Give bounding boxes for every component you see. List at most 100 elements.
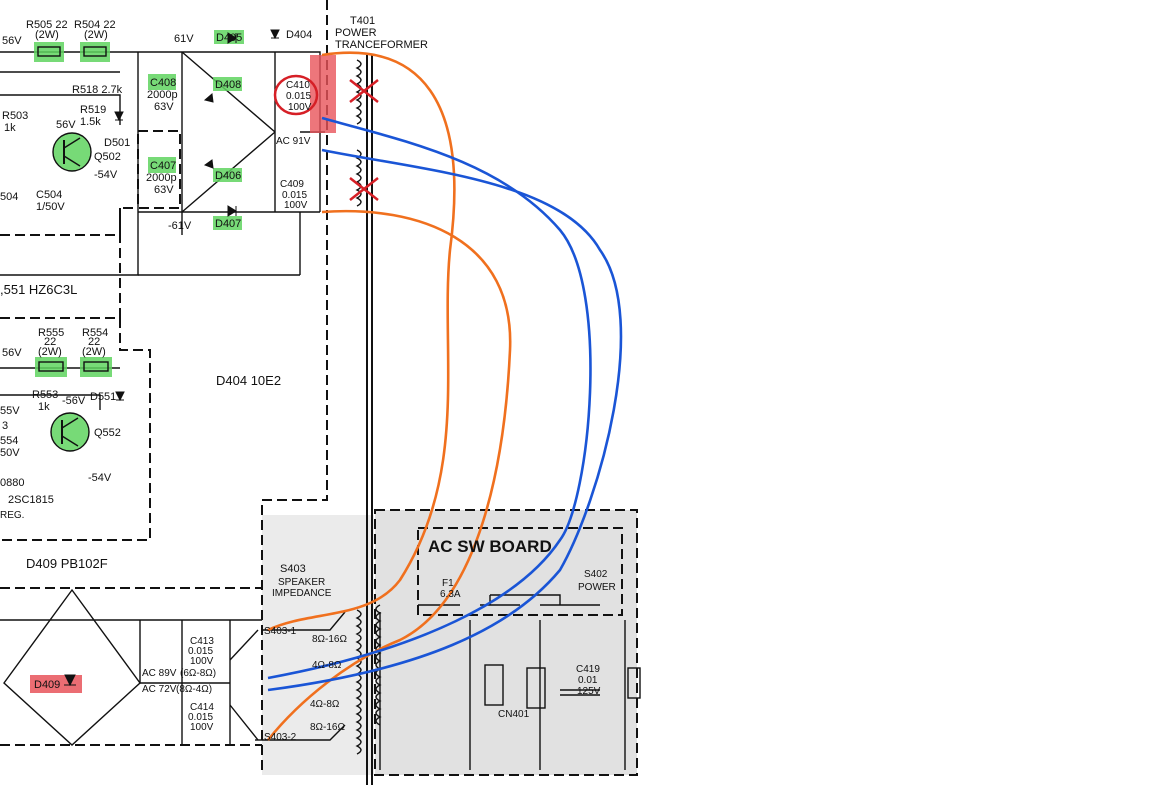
- label-d404: D404: [286, 29, 312, 41]
- label-c409: C409: [280, 179, 304, 190]
- label-q502-v: 56V: [56, 119, 76, 131]
- blue-wires: [267, 116, 623, 692]
- label-54v-top: -54V: [94, 169, 118, 181]
- label-ac-sw-board: AC SW BOARD: [428, 537, 552, 556]
- label-s403-2: S403-2: [264, 732, 297, 743]
- label-54v-mid: -54V: [88, 472, 112, 484]
- label-r555-w: (2W): [38, 346, 62, 358]
- label-r505-w: (2W): [35, 29, 59, 41]
- label-c408-v: 63V: [154, 101, 174, 113]
- label-q502: Q502: [94, 151, 121, 163]
- label-reg: REG.: [0, 510, 24, 521]
- label-c408-cap: 2000p: [147, 89, 178, 101]
- label-q552: Q552: [94, 427, 121, 439]
- label-minus61v: -61V: [168, 220, 192, 232]
- label-r504-w: (2W): [84, 29, 108, 41]
- c407-highlight: [148, 157, 176, 173]
- label-power: POWER: [578, 582, 616, 593]
- label-c407-cap: 2000p: [146, 172, 177, 184]
- label-r504: R504 22: [74, 19, 116, 31]
- label-c504: C504: [36, 189, 62, 201]
- label-impedance: IMPEDANCE: [272, 588, 332, 599]
- label-r553-val: 1k: [38, 401, 50, 413]
- label-ac89v: AC 89V: [142, 668, 177, 679]
- label-56v-top: 56V: [2, 35, 22, 47]
- label-56v-mid: 56V: [2, 347, 22, 359]
- label-c413-v: 100V: [190, 656, 214, 667]
- label-554: 554: [0, 435, 18, 447]
- label-d408: D408: [215, 79, 241, 91]
- label-d501: D501: [104, 137, 130, 149]
- transformer-shading: [262, 515, 374, 775]
- label-zener-note: ,551 HZ6C3L: [0, 282, 77, 297]
- label-8-16-b: 8Ω-16Ω: [310, 722, 345, 733]
- label-f1: F1: [442, 578, 454, 589]
- transformer-core: [366, 55, 373, 785]
- label-q552-v: -56V: [62, 395, 86, 407]
- d407-highlight: [213, 216, 242, 230]
- label-55v: 55V: [0, 405, 20, 417]
- label-c409-v: 100V: [284, 200, 308, 211]
- label-3: 3: [2, 420, 8, 432]
- label-c408: C408: [150, 77, 176, 89]
- label-d404-part: D404 10E2: [216, 373, 281, 388]
- label-c414-v: 100V: [190, 722, 214, 733]
- label-r503: R503: [2, 110, 28, 122]
- label-t401: T401: [350, 15, 375, 27]
- transistor-q552: [50, 412, 90, 452]
- d408-highlight: [213, 77, 242, 91]
- label-c419-cap: 0.01: [578, 675, 598, 686]
- label-s403: S403: [280, 563, 306, 575]
- label-r503-val: 1k: [4, 122, 16, 134]
- label-r554-w: (2W): [82, 346, 106, 358]
- orange-wires: [266, 51, 512, 741]
- label-r555: R555: [38, 327, 64, 339]
- label-ohm-8-4: (8Ω-4Ω): [176, 684, 212, 695]
- label-c419: C419: [576, 664, 600, 675]
- c408-highlight: [148, 74, 176, 90]
- label-d407: D407: [215, 218, 241, 230]
- transformer-windings: [355, 59, 382, 755]
- label-d551: D551: [90, 391, 116, 403]
- label-s402: S402: [584, 569, 608, 580]
- diode-symbols: [64, 29, 280, 687]
- label-2sc1815: 2SC1815: [8, 494, 54, 506]
- label-f1-val: 6.3A: [440, 589, 461, 600]
- ac-sw-board-components: [484, 664, 641, 709]
- label-c409-cap: 0.015: [282, 190, 307, 201]
- label-c414: C414: [190, 702, 214, 713]
- transistor-q502: [52, 132, 92, 172]
- label-c419-v: 125V: [577, 686, 601, 697]
- label-r554: R554: [82, 327, 108, 339]
- label-4-8-a: 4Ω-8Ω: [312, 660, 342, 671]
- label-c414-cap: 0.015: [188, 712, 213, 723]
- label-c410: C410: [286, 80, 310, 91]
- schematic-labels: T401 POWER TRANCEFORMER AC 91V R505 22 (…: [0, 15, 616, 743]
- resistor-symbols: [37, 46, 109, 372]
- label-c504-left: 504: [0, 191, 18, 203]
- label-4-8-b: 4Ω-8Ω: [310, 699, 340, 710]
- label-d409-part: D409 PB102F: [26, 556, 108, 571]
- label-c407-v: 63V: [154, 184, 174, 196]
- label-c413-cap: 0.015: [188, 646, 213, 657]
- label-t401-power: POWER: [335, 27, 377, 39]
- red-annotations: [273, 74, 379, 201]
- label-c410-v: 100V: [288, 102, 312, 113]
- label-ac72v: AC 72V: [142, 684, 177, 695]
- label-c504-val: 1/50V: [36, 201, 65, 213]
- label-cn401: CN401: [498, 709, 530, 720]
- label-r519-val: 1.5k: [80, 116, 101, 128]
- label-ohm-6-8: (6Ω-8Ω): [180, 668, 216, 679]
- label-0880: 0880: [0, 477, 24, 489]
- label-r519: R519: [80, 104, 106, 116]
- label-r553: R553: [32, 389, 58, 401]
- label-speaker: SPEAKER: [278, 577, 325, 588]
- label-r518: R518 2.7k: [72, 84, 123, 96]
- label-c413: C413: [190, 636, 214, 647]
- label-61v: 61V: [174, 33, 194, 45]
- label-c410-cap: 0.015: [286, 91, 311, 102]
- d406-highlight: [213, 168, 242, 182]
- r555-highlight: [35, 357, 67, 377]
- label-r554-val: 22: [88, 336, 100, 348]
